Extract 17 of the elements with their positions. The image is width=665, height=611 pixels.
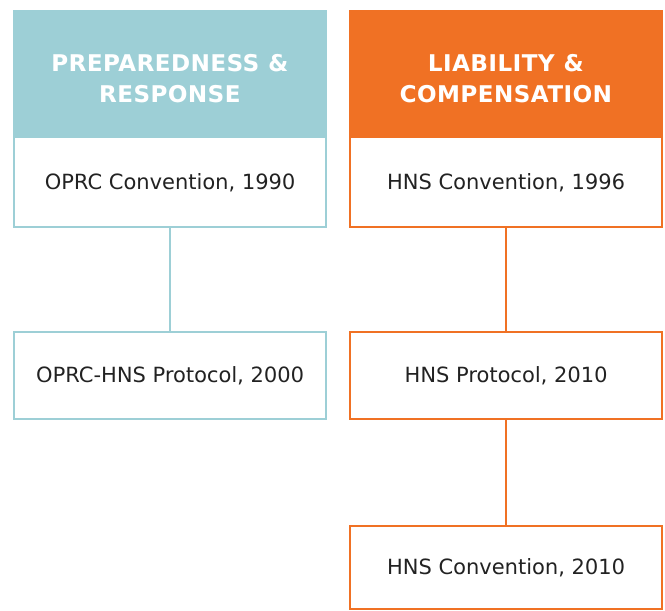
column-heading: PREPAREDNESS & RESPONSE	[50, 50, 290, 110]
text-box	[349, 525, 663, 610]
connector-line	[505, 420, 507, 525]
text-box	[13, 331, 327, 420]
box-label: OPRC-HNS Protocol, 2000	[36, 362, 304, 389]
text-box	[349, 138, 663, 228]
box-label: HNS Convention, 2010	[386, 554, 625, 581]
box-label: HNS Convention, 1996	[386, 168, 625, 196]
connector-line	[169, 228, 171, 331]
connector-line	[505, 228, 507, 331]
box-label: HNS Protocol, 2010	[404, 362, 608, 389]
text-box	[13, 138, 327, 228]
heading-band	[13, 10, 327, 138]
box-label: OPRC Convention, 1990	[44, 168, 296, 196]
heading-band	[349, 10, 663, 138]
column-heading: LIABILITY & COMPENSATION	[398, 50, 614, 110]
text-box	[349, 331, 663, 420]
